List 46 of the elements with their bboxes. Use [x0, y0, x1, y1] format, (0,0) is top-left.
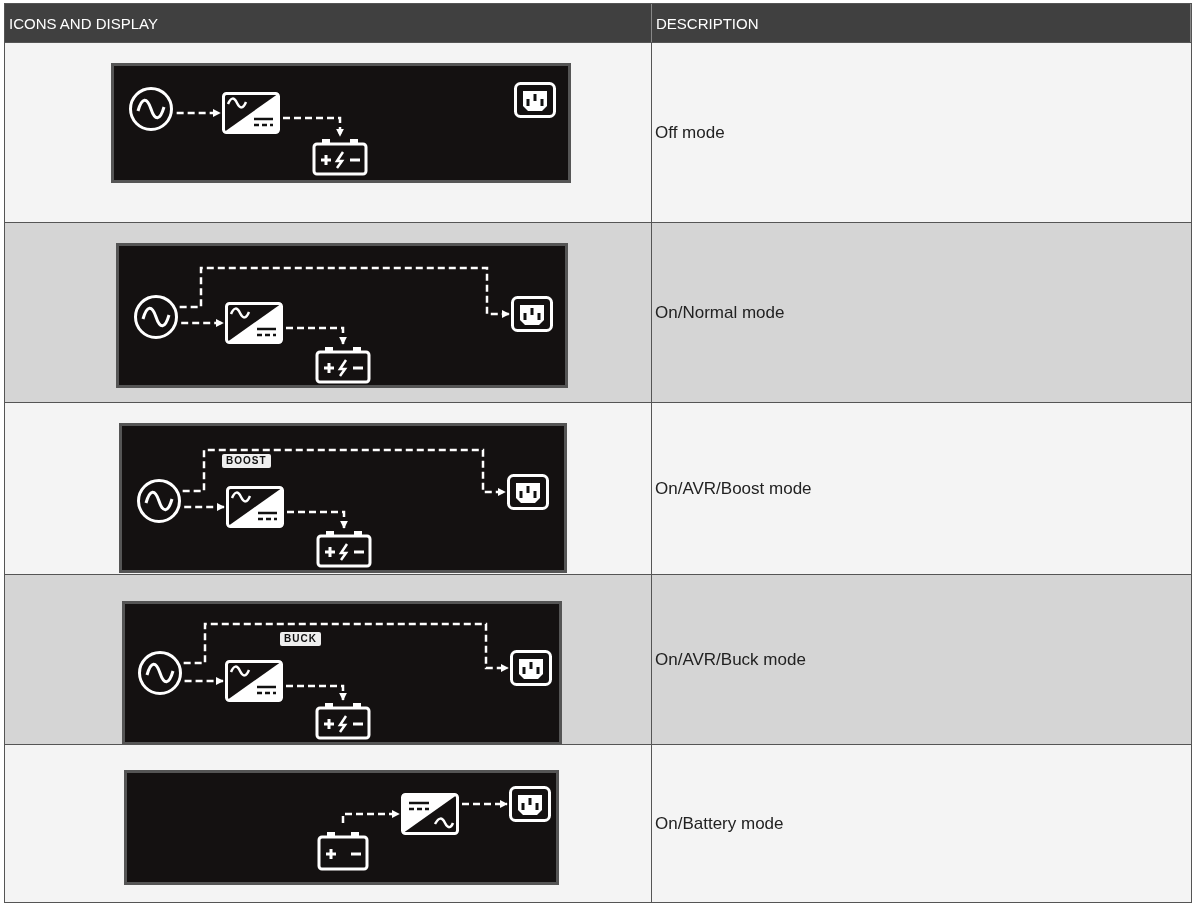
arrow — [184, 677, 224, 685]
power-outlet-icon — [507, 474, 549, 510]
inverter-icon — [226, 486, 284, 528]
inverter-icon — [225, 302, 283, 344]
mode-description: On/Normal mode — [654, 302, 785, 323]
battery-icon — [315, 702, 371, 740]
ac-source-icon — [128, 86, 174, 132]
lcd-display-panel — [111, 63, 571, 183]
arrow — [283, 116, 344, 137]
inverter-icon — [225, 660, 283, 702]
arrow — [286, 684, 347, 701]
ac-source-icon — [137, 650, 183, 696]
arrow — [179, 266, 510, 318]
column-header: DESCRIPTION — [652, 4, 1191, 42]
lcd-display-panel — [124, 770, 559, 885]
lcd-display-panel — [122, 601, 562, 745]
battery-icon — [312, 138, 368, 176]
battery-icon — [316, 530, 372, 568]
mode-tag: BOOST — [222, 454, 271, 468]
mode-description: On/AVR/Boost mode — [654, 478, 812, 499]
battery-icon — [315, 346, 371, 384]
arrow — [176, 109, 221, 117]
inverter-icon — [401, 793, 459, 835]
lcd-display-panel — [119, 423, 567, 573]
arrow — [341, 810, 400, 823]
power-outlet-icon — [510, 650, 552, 686]
ac-source-icon — [136, 478, 182, 524]
inverter-icon — [222, 92, 280, 134]
arrow — [183, 622, 509, 672]
arrow — [462, 800, 508, 808]
power-outlet-icon — [514, 82, 556, 118]
arrow — [184, 503, 225, 511]
mode-tag: BUCK — [280, 632, 321, 646]
arrow — [286, 326, 347, 345]
ac-source-icon — [133, 294, 179, 340]
battery-icon — [317, 831, 369, 871]
mode-description: On/AVR/Buck mode — [654, 649, 806, 670]
power-outlet-icon — [509, 786, 551, 822]
arrow — [181, 319, 224, 327]
mode-description: Off mode — [654, 122, 725, 143]
power-outlet-icon — [511, 296, 553, 332]
mode-description: On/Battery mode — [654, 813, 784, 834]
column-header: ICONS AND DISPLAY — [5, 4, 652, 42]
arrow — [287, 510, 348, 529]
arrow — [182, 448, 506, 496]
lcd-display-panel — [116, 243, 568, 388]
